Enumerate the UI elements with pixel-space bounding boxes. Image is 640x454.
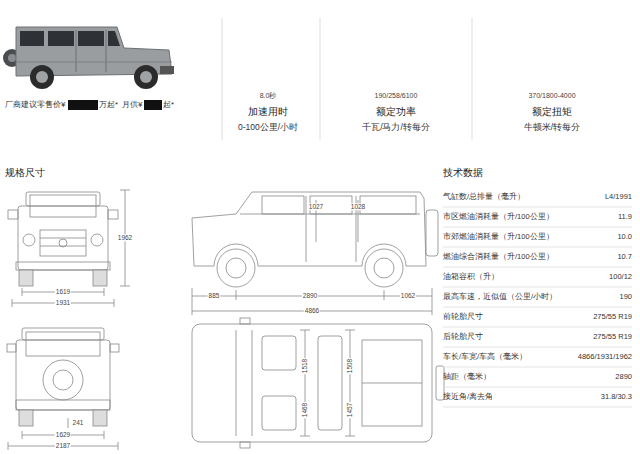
table-cell: 10.7 — [617, 253, 632, 262]
dimension-value: 2187 — [55, 442, 71, 449]
dimension-value: 4866 — [304, 307, 320, 314]
dimension-value: 1027 — [308, 203, 324, 210]
rear-view — [7, 328, 119, 450]
table-rule — [443, 207, 632, 407]
table-cell: 275/55 R19 — [593, 313, 632, 322]
spec-value: 370/1800-4000 — [528, 92, 575, 100]
table-cell: 燃油综合消耗量（升/100公里） — [443, 253, 554, 262]
table-cell: 接近角/离去角 — [443, 393, 493, 402]
dimension-value: 1931 — [55, 299, 71, 306]
spec-unit: 牛顿米/转每分 — [524, 123, 580, 133]
table-cell: 190 — [619, 293, 632, 302]
redaction — [144, 100, 162, 110]
table-cell: 31.8/30.3 — [601, 393, 632, 402]
table-cell: 10.0 — [617, 233, 632, 242]
table-cell: 气缸数/总排量（毫升） — [443, 193, 525, 202]
table-cell: 4866/1931/1962 — [578, 353, 632, 362]
table-cell: 市区燃油消耗量（升/100公里） — [443, 213, 554, 222]
car-photo — [3, 27, 174, 89]
spec-value: 190/258/6100 — [375, 92, 418, 100]
price-text: 厂商建议零售价¥ — [5, 100, 65, 109]
table-cell: 275/55 R19 — [593, 333, 632, 342]
table-cell: 2890 — [615, 373, 632, 382]
dimension-value: 1468 — [301, 402, 308, 418]
top-view — [192, 318, 444, 448]
spec-title: 额定扭矩 — [532, 107, 572, 118]
table-cell: 市郊燃油消耗量（升/100公里） — [443, 233, 554, 242]
dimension-value: 1457 — [346, 402, 353, 418]
spec-unit: 0-100公里/小时 — [238, 123, 298, 133]
spec-value: 8.0秒 — [260, 92, 277, 100]
dimension-value: 2890 — [302, 292, 318, 299]
table-cell: 车长/车宽/车高（毫米） — [443, 353, 527, 362]
spec-unit: 千瓦/马力/转每分 — [362, 123, 430, 133]
table-cell: 轴距（毫米） — [443, 373, 491, 382]
table-cell: 油箱容积（升） — [443, 273, 499, 282]
dimension-value: 1518 — [301, 358, 308, 374]
table-cell: 最高车速，近似值（公里/小时） — [443, 293, 557, 302]
table-cell: 前轮胎尺寸 — [443, 313, 483, 322]
table-cell: 100/12 — [609, 273, 632, 282]
dimension-value: 1508 — [346, 358, 353, 374]
dimension-value: 1619 — [55, 288, 71, 295]
price-text: 万起* — [99, 100, 118, 109]
side-view — [192, 192, 438, 315]
price-text: 起* — [163, 100, 174, 109]
dimension-value: 1028 — [350, 203, 366, 210]
table-cell: 后轮胎尺寸 — [443, 333, 483, 342]
dimension-value: 885 — [208, 292, 221, 299]
dimension-value: 1629 — [55, 431, 71, 438]
price-text: 月供¥ — [122, 100, 142, 109]
section-heading: 规格尺寸 — [5, 167, 45, 179]
table-cell: L4/1991 — [605, 193, 632, 202]
section-heading: 技术数据 — [443, 167, 483, 179]
column-divider — [222, 18, 472, 140]
dimension-value: 1962 — [117, 234, 133, 241]
redaction — [68, 100, 98, 110]
front-view — [8, 190, 130, 307]
spec-title: 加速用时 — [248, 107, 288, 118]
dimension-value: 241 — [72, 419, 85, 426]
spec-title: 额定功率 — [376, 107, 416, 118]
table-cell: 11.9 — [618, 213, 632, 222]
dimension-value: 1062 — [400, 292, 416, 299]
